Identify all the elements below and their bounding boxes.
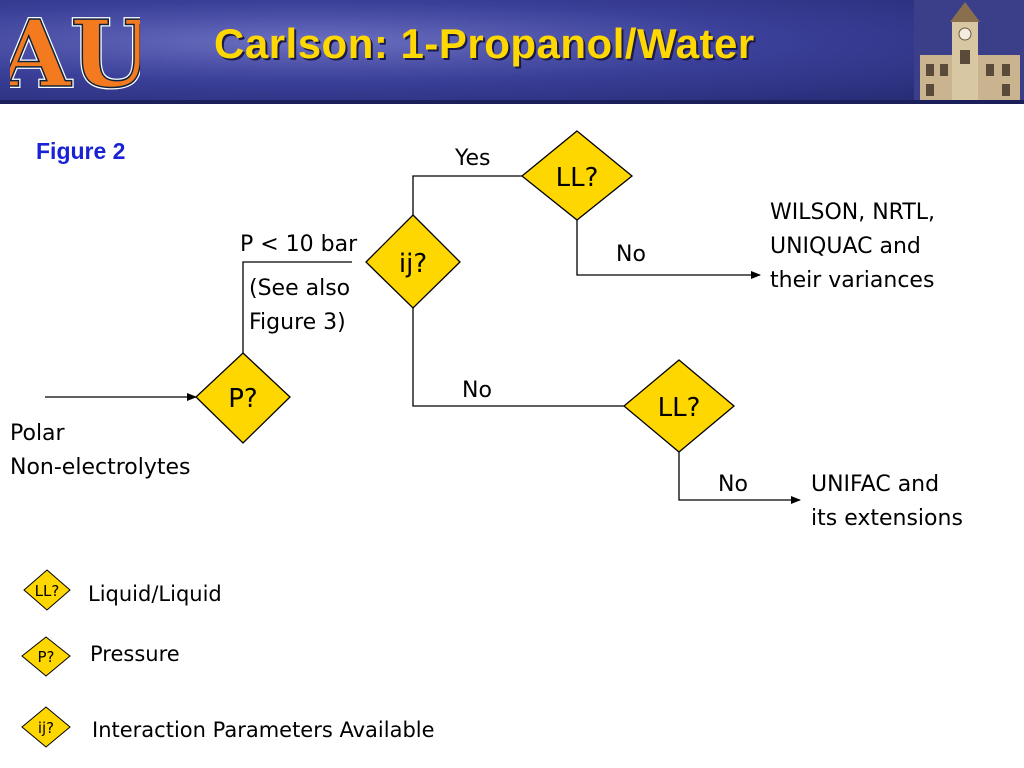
see-also-note-line2: Figure 3) bbox=[249, 310, 346, 335]
svg-text:ij?: ij? bbox=[38, 719, 54, 737]
edge-label-no-mid: No bbox=[462, 378, 492, 403]
legend-symbol-ij: ij? bbox=[21, 706, 71, 748]
edge-label-no-top: No bbox=[616, 242, 646, 267]
edge-ij-to-ll-top bbox=[412, 175, 522, 215]
see-also-note-line1: (See also bbox=[249, 276, 351, 301]
svg-text:AU: AU bbox=[10, 6, 140, 98]
outcome-unifac-line1: UNIFAC and bbox=[811, 472, 940, 497]
legend-symbol-p: P? bbox=[21, 636, 71, 677]
header-divider bbox=[0, 100, 1024, 104]
auburn-logo: AU AU bbox=[10, 6, 140, 98]
edge-label-yes: Yes bbox=[455, 146, 491, 171]
svg-text:P?: P? bbox=[37, 648, 54, 666]
edge-p-to-ij bbox=[242, 261, 352, 353]
input-label-line1: Polar bbox=[10, 421, 65, 446]
node-p: P? bbox=[195, 352, 291, 444]
outcome-unifac-line2: its extensions bbox=[811, 506, 963, 531]
input-label-line2: Non-electrolytes bbox=[10, 455, 191, 480]
node-ll-bottom: LL? bbox=[622, 359, 736, 453]
clock-tower-image bbox=[914, 0, 1024, 104]
svg-text:AU: AU bbox=[10, 6, 140, 98]
outcome-wilson-line3: their variances bbox=[770, 268, 935, 293]
legend-text-interaction: Interaction Parameters Available bbox=[92, 718, 435, 742]
edge-label-no-bottom: No bbox=[718, 472, 748, 497]
svg-text:LL?: LL? bbox=[556, 163, 599, 193]
legend-text-liquid: Liquid/Liquid bbox=[88, 582, 222, 606]
node-ll-top: LL? bbox=[520, 130, 634, 221]
header-banner: AU AU Carlson: 1-Propanol/Water bbox=[0, 0, 1024, 104]
svg-text:ij?: ij? bbox=[399, 249, 427, 279]
page-title: Carlson: 1-Propanol/Water bbox=[214, 20, 755, 67]
edge-ll-top-to-wilson bbox=[576, 220, 761, 279]
edge-ij-to-ll-bottom bbox=[412, 308, 625, 407]
svg-text:LL?: LL? bbox=[35, 582, 60, 600]
legend-symbol-ll: LL? bbox=[23, 569, 71, 611]
legend-text-pressure: Pressure bbox=[90, 642, 180, 666]
outcome-wilson-line2: UNIQUAC and bbox=[770, 234, 921, 259]
edge-label-pressure: P < 10 bar bbox=[240, 232, 358, 257]
outcome-wilson-line1: WILSON, NRTL, bbox=[770, 200, 936, 225]
node-ij: ij? bbox=[365, 214, 461, 309]
svg-text:LL?: LL? bbox=[658, 393, 701, 423]
svg-text:P?: P? bbox=[228, 384, 257, 414]
figure-label: Figure 2 bbox=[36, 138, 126, 164]
edge-ll-bottom-to-unifac bbox=[678, 452, 801, 504]
